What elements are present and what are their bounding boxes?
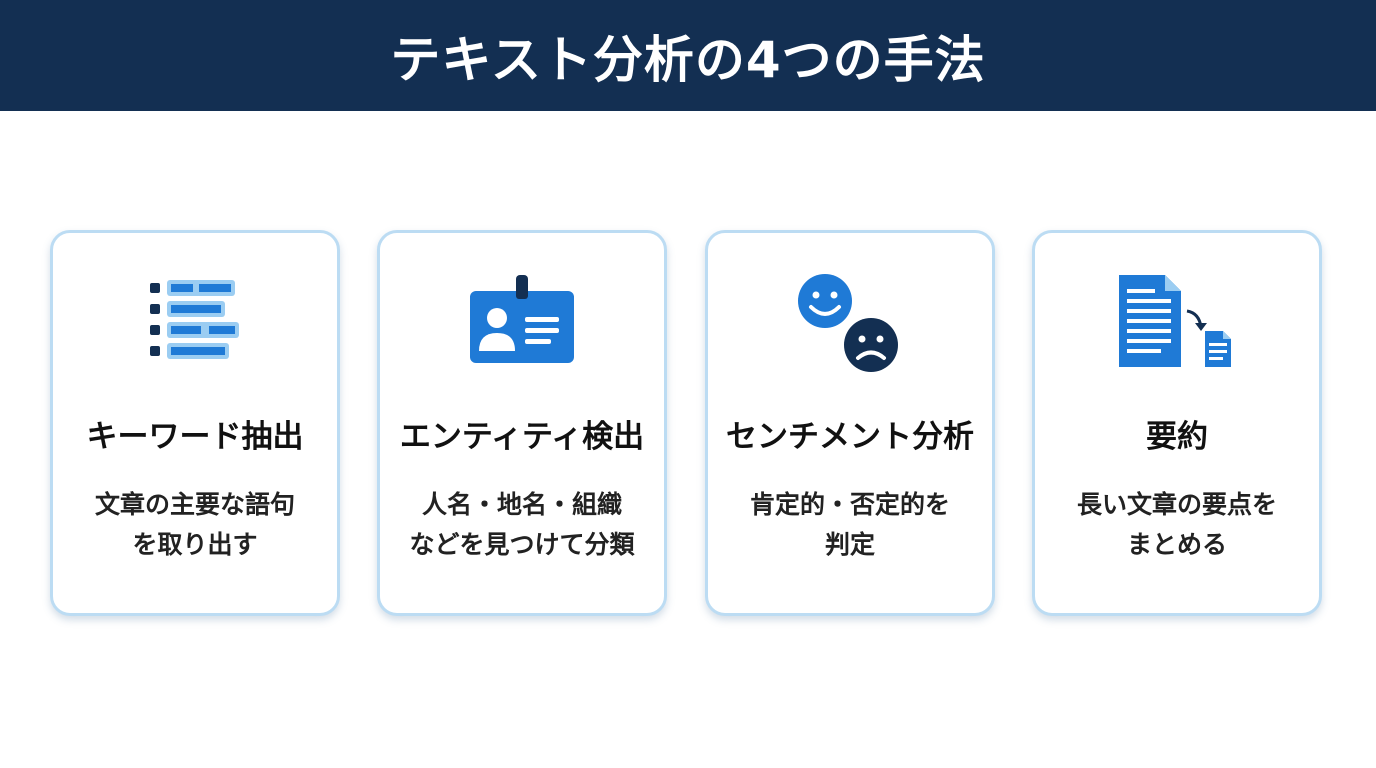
card-description: 長い文章の要点を まとめる — [1035, 485, 1319, 565]
card-description: 文章の主要な語句 を取り出す — [53, 485, 337, 565]
document-summary-icon — [1035, 273, 1319, 373]
keyword-list-icon — [53, 273, 337, 373]
card-keyword-extraction: キーワード抽出 文章の主要な語句 を取り出す — [50, 230, 340, 616]
card-description-line: 肯定的・否定的を — [749, 490, 950, 519]
card-description: 肯定的・否定的を 判定 — [708, 485, 992, 565]
sentiment-faces-icon — [708, 273, 992, 373]
card-title: エンティティ検出 — [399, 419, 645, 455]
id-badge-icon — [380, 273, 664, 373]
card-description-line: を取り出す — [132, 530, 258, 559]
card-description-line: 長い文章の要点を — [1076, 490, 1277, 519]
card-description-line: 人名・地名・組織 — [421, 490, 622, 519]
card-title: 要約 — [1146, 419, 1208, 455]
card-description-line: まとめる — [1126, 530, 1227, 559]
card-description-line: 文章の主要な語句 — [94, 490, 295, 519]
header-bar: テキスト分析の4つの手法 — [0, 0, 1376, 111]
card-entity-detection: エンティティ検出 人名・地名・組織 などを見つけて分類 — [377, 230, 667, 616]
card-description-line: などを見つけて分類 — [409, 530, 635, 559]
card-summarization: 要約 長い文章の要点を まとめる — [1032, 230, 1322, 616]
card-sentiment-analysis: センチメント分析 肯定的・否定的を 判定 — [705, 230, 995, 616]
card-description-line: 判定 — [824, 530, 875, 559]
page-title: テキスト分析の4つの手法 — [390, 30, 986, 89]
card-title: センチメント分析 — [726, 419, 974, 455]
card-description: 人名・地名・組織 などを見つけて分類 — [380, 485, 664, 565]
card-title: キーワード抽出 — [86, 419, 304, 455]
